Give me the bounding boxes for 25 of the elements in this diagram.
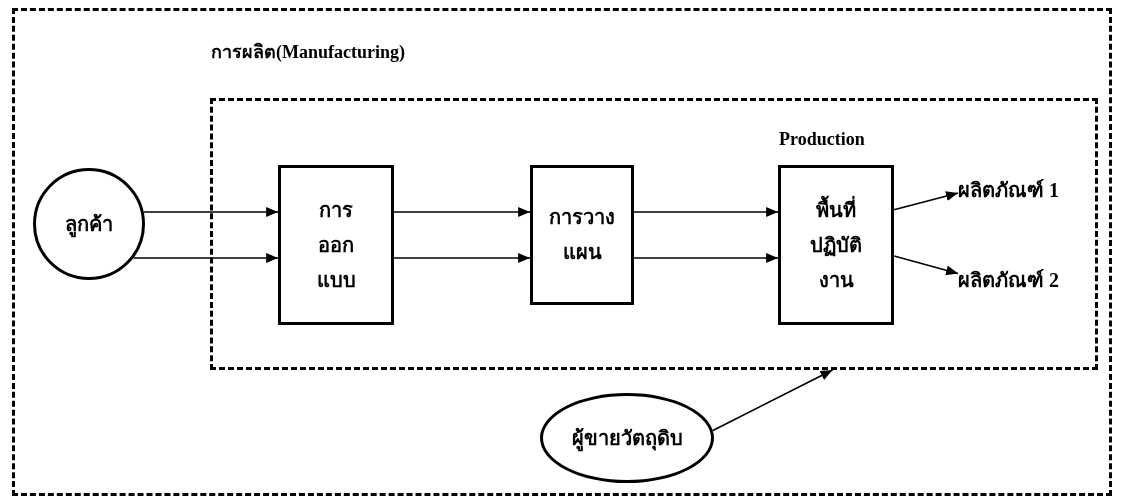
output-label: ผลิตภัณฑ์ 2	[958, 266, 1059, 294]
shape-label: การออกแบบ	[316, 197, 356, 293]
process-box	[778, 165, 894, 325]
arrow	[893, 255, 959, 276]
process-box	[278, 165, 394, 325]
dashed-region	[210, 98, 1098, 370]
region-title: การผลิต(Manufacturing)	[211, 41, 405, 64]
region-title: Production	[779, 129, 865, 150]
arrow	[393, 253, 531, 263]
dashed-region	[12, 8, 1112, 496]
supplier-ellipse	[540, 393, 714, 483]
arrow	[142, 207, 279, 217]
shape-label: การวางแผน	[549, 205, 615, 265]
arrow	[132, 253, 279, 263]
process-box	[530, 165, 634, 305]
arrow	[393, 207, 531, 217]
arrow	[893, 191, 959, 211]
output-label: ผลิตภัณฑ์ 1	[958, 176, 1059, 204]
shape-label: พื้นที่ปฏิบัติงาน	[810, 192, 862, 298]
arrow	[633, 253, 779, 263]
customer-circle	[33, 168, 145, 280]
shape-label: ผู้ขายวัตถุดิบ	[571, 420, 683, 456]
arrow	[633, 207, 779, 217]
shape-label: ลูกค้า	[65, 206, 113, 242]
arrow	[712, 369, 834, 432]
